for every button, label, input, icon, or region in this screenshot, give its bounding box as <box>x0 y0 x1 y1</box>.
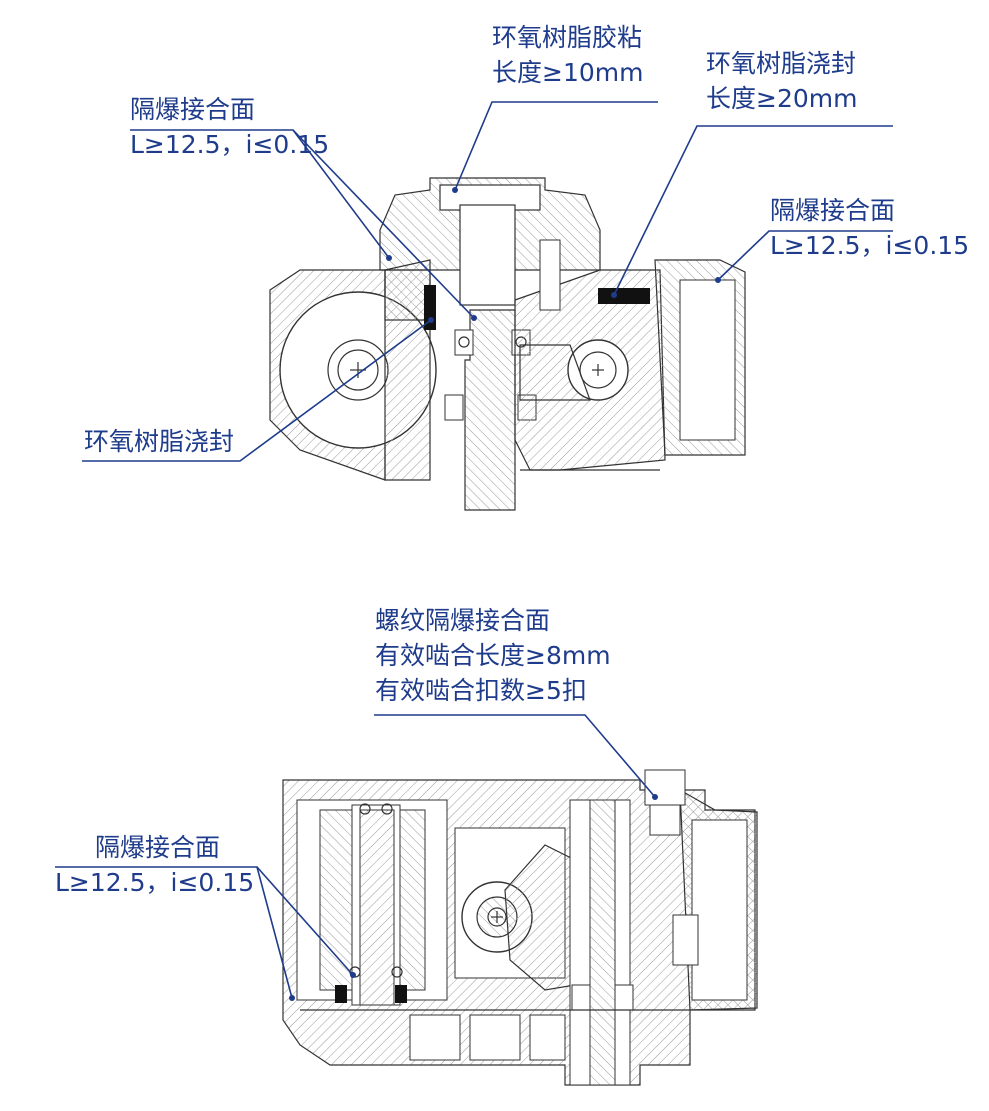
label-epoxy-glue-line2: 长度≥10mm <box>492 58 644 87</box>
label-epoxy-pour-top-line1: 环氧树脂浇封 <box>706 49 857 78</box>
leader-epoxy-pour-top <box>613 125 893 296</box>
label-flameproof-bottom-left-line2: L≥12.5，i≤0.15 <box>55 868 255 897</box>
motor-seal-left <box>335 985 347 1003</box>
label-epoxy-glue-line1: 环氧树脂胶粘 <box>492 23 643 52</box>
label-epoxy-glue: 环氧树脂胶粘 长度≥10mm <box>492 20 643 90</box>
label-thread-joint-line3: 有效啮合扣数≥5扣 <box>375 676 587 705</box>
leader-flameproof-top-right <box>717 230 893 281</box>
label-epoxy-pour-top: 环氧树脂浇封 长度≥20mm <box>706 46 857 116</box>
epoxy-seal-right <box>598 288 650 304</box>
leader-epoxy-pour-left <box>82 319 432 462</box>
label-flameproof-bottom-left: 隔爆接合面 L≥12.5，i≤0.15 <box>55 830 254 900</box>
label-thread-joint-line2: 有效啮合长度≥8mm <box>375 641 611 670</box>
label-epoxy-pour-left-line1: 环氧树脂浇封 <box>84 427 235 456</box>
leader-flameproof-top-left-2 <box>292 129 475 319</box>
label-flameproof-top-left-line1: 隔爆接合面 <box>130 95 256 124</box>
label-flameproof-top-right-line1: 隔爆接合面 <box>770 196 896 225</box>
leader-epoxy-glue <box>454 101 658 191</box>
label-flameproof-top-left: 隔爆接合面 L≥12.5，i≤0.15 <box>130 92 329 162</box>
label-flameproof-bottom-left-line1: 隔爆接合面 <box>95 833 221 862</box>
leader-flameproof-bottom-left-2 <box>256 866 354 976</box>
wheel-bore <box>337 349 379 391</box>
motor-seal-right <box>395 985 407 1003</box>
leader-lines <box>55 101 893 1001</box>
label-epoxy-pour-left: 环氧树脂浇封 <box>84 424 234 459</box>
bottom-section-view <box>282 769 758 1086</box>
label-epoxy-pour-top-line2: 长度≥20mm <box>706 84 858 113</box>
label-thread-joint-line1: 螺纹隔爆接合面 <box>375 606 551 635</box>
label-flameproof-top-right-line2: L≥12.5，i≤0.15 <box>770 231 970 260</box>
leader-thread-joint <box>374 714 656 798</box>
label-flameproof-top-left-line2: L≥12.5，i≤0.15 <box>130 130 330 159</box>
label-flameproof-top-right: 隔爆接合面 L≥12.5，i≤0.15 <box>770 193 969 263</box>
top-section-view <box>269 177 746 511</box>
label-thread-joint: 螺纹隔爆接合面 有效啮合长度≥8mm 有效啮合扣数≥5扣 <box>375 603 611 708</box>
